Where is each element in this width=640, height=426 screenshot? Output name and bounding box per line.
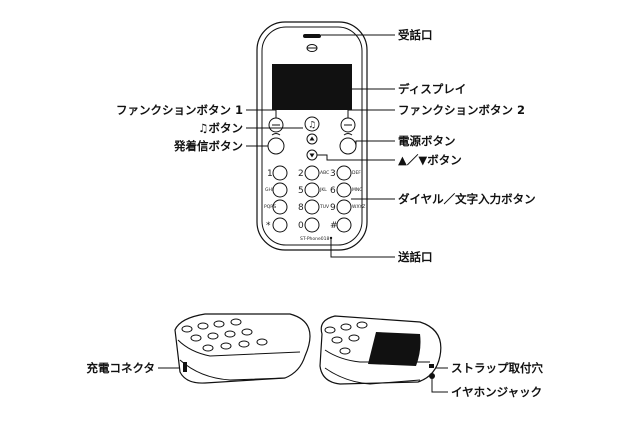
label-earphone: イヤホンジャック: [451, 385, 542, 399]
key-2-letters: ABC: [320, 170, 329, 176]
key-1-digit: 1: [267, 169, 273, 179]
key-2[interactable]: [304, 165, 320, 181]
music-button[interactable]: [304, 116, 320, 132]
music-note-icon: ♫: [308, 121, 316, 131]
key-4-letters: GHI: [265, 187, 273, 193]
label-dial: ダイヤル／文字入力ボタン: [398, 192, 536, 206]
key-7-letters: PQRS: [264, 204, 276, 210]
key-5-digit: 5: [298, 186, 304, 196]
side-display: [368, 332, 421, 366]
label-call: 発着信ボタン: [173, 139, 243, 153]
leader-lines: [158, 34, 448, 393]
key-9-letters: WXYZ: [352, 204, 365, 210]
label-music: ♫ボタン: [198, 121, 243, 135]
key-0[interactable]: [304, 217, 320, 233]
side-left-keys: [181, 318, 268, 352]
label-updown: ▲／▼ボタン: [398, 153, 462, 167]
charge-connector: [183, 362, 187, 372]
key-8[interactable]: [304, 199, 320, 215]
power-button[interactable]: [339, 137, 357, 155]
key-star[interactable]: [272, 217, 288, 233]
receiver-slot: [303, 34, 321, 38]
key-4[interactable]: [272, 182, 288, 198]
label-receiver: 受話口: [398, 28, 433, 42]
label-power: 電源ボタン: [398, 134, 456, 148]
label-display: ディスプレイ: [398, 82, 466, 96]
phone-front: ♫ 1 2 ABC 3 DEF GHI 5 JKL 6: [256, 21, 368, 251]
phone-side-left: [174, 313, 311, 384]
label-strap: ストラップ取付穴: [451, 361, 543, 375]
phone-side-right: [319, 315, 442, 385]
key-hash[interactable]: [336, 217, 352, 233]
logo-icon: [306, 44, 318, 52]
key-star-digit: *: [266, 221, 271, 231]
key-8-letters: TUV: [319, 204, 330, 210]
key-1[interactable]: [272, 165, 288, 181]
keypad: 1 2 ABC 3 DEF GHI 5 JKL 6 MNO PQRS 8 TUV…: [264, 165, 365, 233]
label-mic: 送話口: [397, 250, 433, 264]
key-8-digit: 8: [298, 203, 304, 213]
key-5[interactable]: [304, 182, 320, 198]
key-6-letters: MNO: [352, 187, 363, 193]
earphone-jack: [429, 373, 435, 379]
key-6[interactable]: [336, 182, 352, 198]
key-3[interactable]: [336, 165, 352, 181]
key-5-letters: JKL: [319, 187, 327, 193]
side-right-keys: [324, 321, 368, 355]
up-arrow-icon: [309, 136, 315, 141]
call-button[interactable]: [267, 137, 285, 155]
model-label: ST-Phone018: [300, 236, 329, 242]
label-function-1: ファンクションボタン 1: [116, 103, 243, 117]
key-0-digit: 0: [298, 221, 304, 231]
mic-hole: [329, 236, 333, 240]
key-7[interactable]: [272, 199, 288, 215]
key-9-digit: 9: [330, 203, 336, 213]
label-charge: 充電コネクタ: [86, 361, 155, 375]
key-9[interactable]: [336, 199, 352, 215]
key-hash-digit: #: [330, 221, 338, 231]
label-function-2: ファンクションボタン 2: [398, 103, 525, 117]
down-arrow-icon: [309, 153, 315, 158]
power-icon: [343, 133, 353, 136]
phone-handset-icon: [271, 133, 281, 136]
key-6-digit: 6: [330, 186, 336, 196]
strap-hole: [429, 364, 434, 368]
key-2-digit: 2: [298, 169, 304, 179]
key-3-letters: DEF: [352, 170, 361, 176]
display-screen: [272, 64, 352, 110]
key-3-digit: 3: [330, 169, 336, 179]
